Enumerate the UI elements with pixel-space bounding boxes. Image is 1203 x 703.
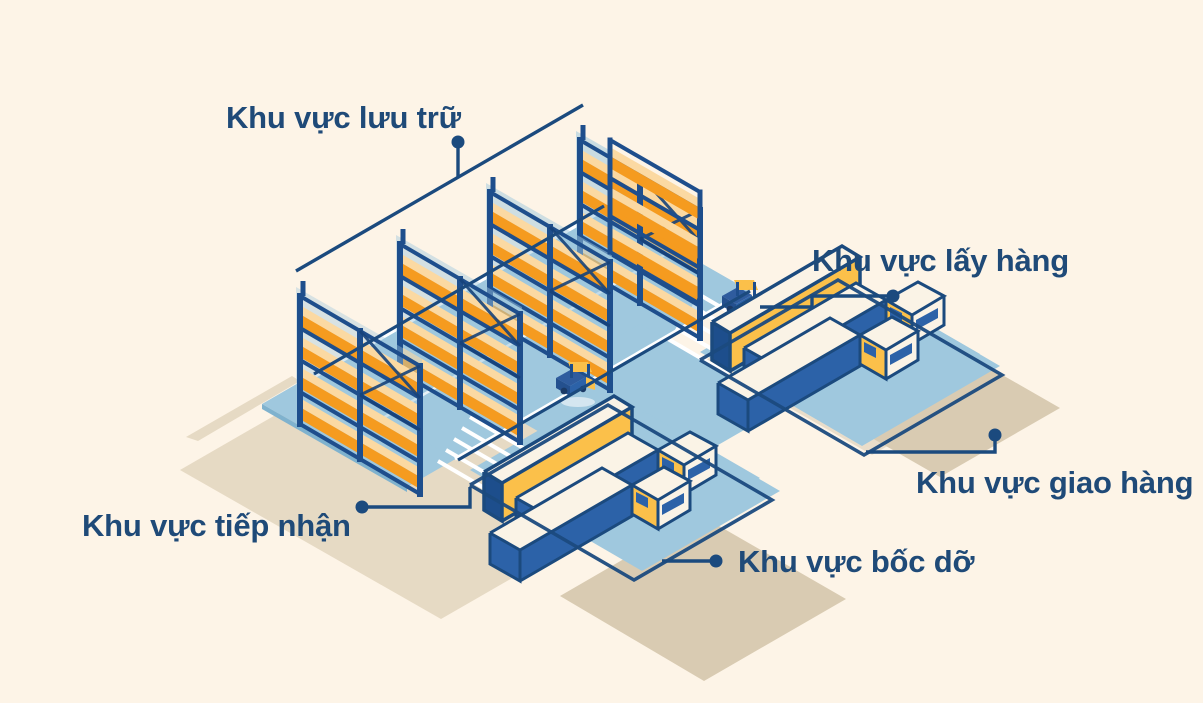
rack-block-right [607,137,703,307]
leader-dot-receiving [355,500,369,514]
leader-receiving-path [366,487,472,509]
zone-label-loading: Khu vực bốc dỡ [738,544,975,579]
rack-row-2 [396,229,523,445]
leader-dot-picking [886,289,900,303]
rack-row-1 [296,281,423,497]
dock-wall-loading-top [484,396,632,483]
leader-dot-loading [709,554,723,568]
aisle-outline-group [313,204,751,462]
leader-storage-bracket [295,103,584,273]
leader-lines-group [295,103,1002,568]
truck-shipping-b [716,315,922,434]
zone-label-shipping: Khu vực giao hàng [916,465,1194,500]
leader-picking-path [760,294,888,309]
zone-label-receiving: Khu vực tiếp nhận [82,508,351,543]
rack-rows-group [296,125,703,497]
loading-dock-group [469,393,776,584]
leader-dot-storage [451,135,465,149]
zone-label-picking: Khu vực lấy hàng [812,243,1069,278]
leader-dot-shipping [988,428,1002,442]
shadow-shipping-right [830,345,1060,477]
aisle-edge-upper [313,204,605,376]
truck-loading-b [488,465,694,584]
dock-wall-shipping-top [712,246,860,333]
shipping-dock-group [699,243,1006,458]
aisle-edge-lower [457,289,751,462]
shadow-storage [186,376,300,441]
zone-label-storage: Khu vực lưu trữ [226,100,461,135]
